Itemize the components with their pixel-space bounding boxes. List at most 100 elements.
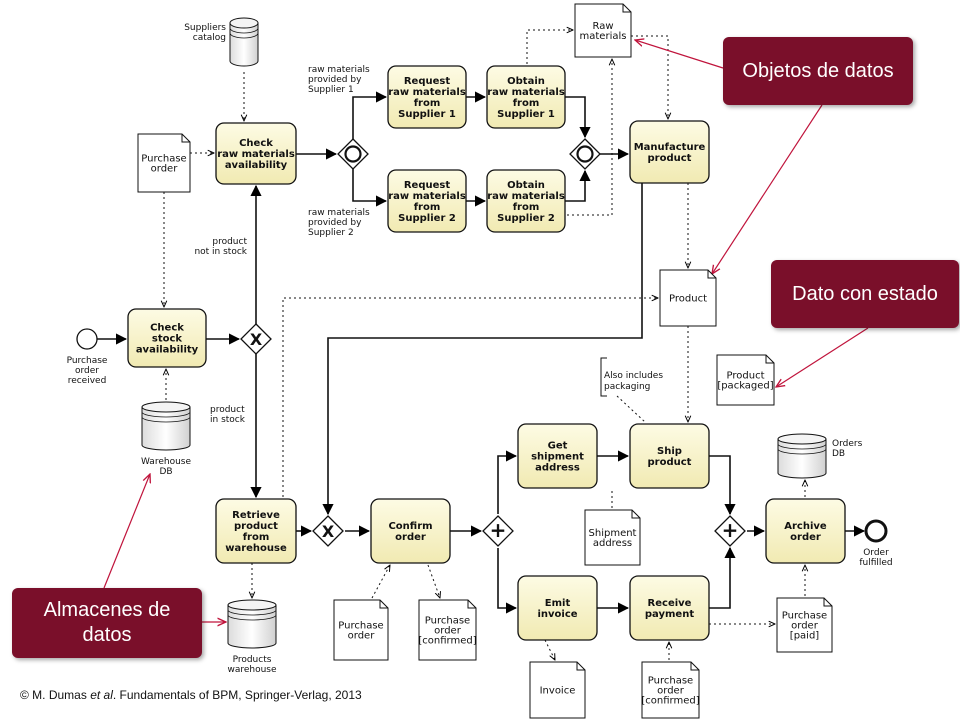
callout-data-with-state-text: Dato con estado — [792, 282, 938, 305]
data-object-product-packaged[interactable]: Product[packaged] — [716, 354, 775, 406]
gateway-and-split[interactable]: + — [482, 515, 514, 547]
gateway-symbol-and-join: + — [722, 518, 739, 542]
credit-prefix: © M. Dumas — [20, 688, 91, 702]
gateway-symbol-and-split: + — [490, 518, 507, 542]
callout-arrow-to-raw-materials — [635, 40, 724, 69]
gateway-or-join[interactable] — [569, 138, 601, 170]
sequence-flow-receive-to-and-join — [709, 546, 736, 609]
data-object-product[interactable]: Product — [659, 269, 717, 327]
data-association-confirm-to-po-confirmed — [427, 564, 440, 598]
callout-arrow-to-product-packaged — [776, 327, 869, 387]
data-object-label-product: Product — [669, 294, 707, 305]
callout-arrow-to-product — [712, 104, 823, 274]
data-object-label-invoice: Invoice — [540, 686, 576, 697]
annotation-link-annotation-to-ship — [616, 395, 646, 423]
credit-suffix: . Fundamentals of BPM, Springer-Verlag, … — [112, 688, 362, 702]
callout-data-with-state: Dato con estado — [771, 260, 959, 328]
data-association-retrieve-to-product — [282, 298, 658, 497]
sequence-flow-and-to-emit-invoice — [497, 548, 518, 614]
gateway-xor-stock[interactable]: X — [240, 323, 272, 355]
gateway-symbol-xor-stock: X — [250, 330, 263, 349]
sequence-flow-and-to-get-shipment — [497, 450, 518, 514]
callout-data-objects: Objetos de datos — [723, 37, 913, 105]
sequence-flow-obtain1-to-orjoin — [565, 96, 591, 139]
data-association-po-to-confirm — [371, 565, 390, 599]
credit-line: © M. Dumas et al. Fundamentals of BPM, S… — [20, 688, 362, 702]
callout-data-stores-text: Almacenes de datos — [43, 599, 171, 646]
callout-arrow-to-warehouse-db — [103, 474, 150, 589]
sequence-flow-or-to-request2 — [352, 169, 388, 207]
sequence-flow-manufacture-to-xor-merge — [322, 183, 643, 516]
credit-et-al: et al — [90, 688, 113, 702]
data-association-obtain1-to-raw-materials — [526, 30, 573, 64]
data-association-raw-materials-to-manufacture — [631, 35, 668, 119]
callout-data-objects-text: Objetos de datos — [742, 59, 894, 82]
data-association-emit-to-invoice — [544, 639, 555, 660]
gateway-xor-merge[interactable]: X — [312, 515, 344, 547]
gateway-or-split[interactable] — [337, 138, 369, 170]
sequence-flow-or-to-request1 — [352, 91, 388, 139]
flows-layer — [97, 30, 869, 660]
data-association-obtain2-to-raw-materials — [567, 59, 612, 216]
data-object-invoice[interactable]: Invoice — [529, 661, 586, 719]
gateway-and-join[interactable]: + — [714, 515, 746, 547]
